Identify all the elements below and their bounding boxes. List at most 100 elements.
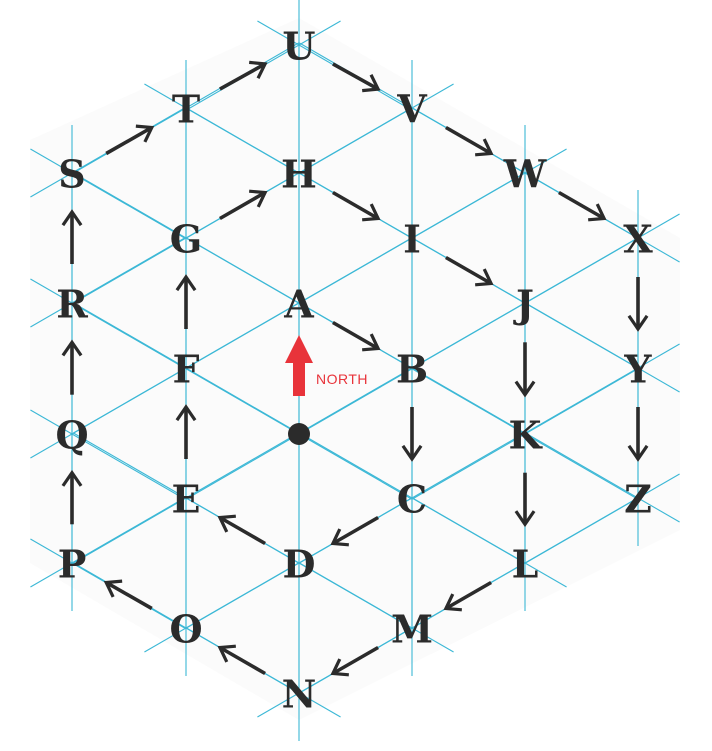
grid-line (71, 433, 185, 500)
grid-line (73, 237, 187, 304)
node-label-j: J (513, 282, 534, 327)
node-label-u: U (282, 24, 315, 69)
grid-line (298, 692, 341, 718)
grid-line (30, 148, 73, 174)
grid-line (525, 497, 639, 564)
grid-line (411, 432, 525, 499)
node-label-l: L (512, 542, 539, 587)
grid-line (524, 148, 567, 174)
grid-line (73, 302, 187, 369)
arrow-q-to-r-icon (61, 339, 83, 395)
grid-line (411, 627, 454, 653)
grid-line (524, 562, 567, 588)
center-marker (288, 423, 310, 445)
north-label: NORTH (316, 371, 368, 387)
arrow-m-to-n-icon (330, 645, 379, 677)
grid-line (298, 433, 412, 500)
grid-line (637, 213, 680, 239)
north-arrow-icon (285, 335, 313, 396)
grid-line (524, 433, 638, 500)
node-label-h: H (281, 152, 317, 197)
arrow-y-to-z-icon (627, 407, 649, 462)
arrow-e-to-f-icon (175, 404, 197, 459)
grid-line (30, 302, 73, 328)
grid-line (257, 20, 300, 46)
arrow-u-to-v-icon (332, 62, 381, 93)
node-label-s: S (58, 152, 85, 197)
grid-line (299, 432, 413, 499)
arrow-p-to-q-icon (61, 469, 83, 525)
grid-line (73, 432, 187, 499)
grid-line (637, 237, 680, 263)
grid-line (525, 302, 639, 369)
arrow-a-to-b-icon (332, 320, 381, 352)
grid-line (73, 497, 187, 564)
grid-line (73, 172, 187, 239)
arrow-t-to-u-icon (219, 60, 268, 91)
grid-line (637, 497, 680, 523)
grid-line (30, 409, 73, 435)
grid-line (525, 367, 639, 434)
grid-line (185, 237, 299, 304)
grid-line (30, 278, 73, 304)
arrow-l-to-m-icon (443, 580, 492, 612)
grid-line (71, 172, 185, 239)
arrow-j-to-k-icon (514, 342, 536, 398)
hexagon-background (30, 18, 680, 720)
grid-line (412, 302, 526, 369)
node-label-z: Z (624, 477, 652, 522)
grid-line (299, 107, 413, 174)
node-label-x: X (623, 217, 653, 262)
arrow-n-to-o-icon (217, 644, 266, 676)
arrow-o-to-p-icon (103, 579, 153, 611)
grid-line (412, 172, 526, 239)
grid-line (637, 367, 680, 393)
arrow-f-to-g-icon (175, 274, 197, 329)
arrow-x-to-y-icon (627, 277, 649, 332)
grid-line (185, 367, 299, 434)
node-label-f: F (173, 347, 200, 392)
grid-line (144, 627, 187, 653)
grid-line (299, 367, 413, 434)
grid-line (71, 497, 185, 564)
node-label-a: A (283, 282, 314, 327)
node-label-r: R (56, 282, 88, 327)
node-label-o: O (169, 607, 202, 652)
node-label-m: M (391, 607, 433, 652)
grid-line (185, 302, 299, 369)
arrow-g-to-h-icon (219, 189, 268, 221)
grid-line (186, 368, 300, 435)
grid-line (412, 497, 526, 564)
node-label-w: W (503, 152, 548, 197)
node-label-q: Q (55, 413, 88, 458)
grid-line (637, 343, 680, 369)
node-label-n: N (282, 672, 317, 717)
arrow-h-to-i-icon (332, 190, 381, 222)
arrow-d-to-e-icon (217, 514, 266, 546)
center-dot-icon (288, 423, 310, 445)
node-label-k: K (508, 413, 543, 458)
grid-line (299, 237, 413, 304)
arrow-s-to-t-icon (105, 124, 155, 156)
arrow-v-to-w-icon (445, 125, 494, 157)
node-label-c: C (397, 477, 427, 522)
grid-line (185, 562, 299, 629)
arrow-b-to-c-icon (401, 407, 423, 462)
grid-line (185, 107, 299, 174)
path-arrows (61, 60, 649, 677)
grid-line (637, 473, 680, 499)
node-label-t: T (172, 87, 200, 132)
grid-line (411, 83, 454, 109)
grid-line (185, 432, 299, 499)
node-label-v: V (396, 87, 428, 132)
grid-line (524, 368, 638, 435)
grid-line (299, 562, 413, 629)
grid-line (412, 433, 526, 500)
grid-line (525, 432, 639, 499)
node-label-d: D (283, 542, 316, 587)
grid-line (411, 367, 525, 434)
grid-line (144, 83, 187, 109)
